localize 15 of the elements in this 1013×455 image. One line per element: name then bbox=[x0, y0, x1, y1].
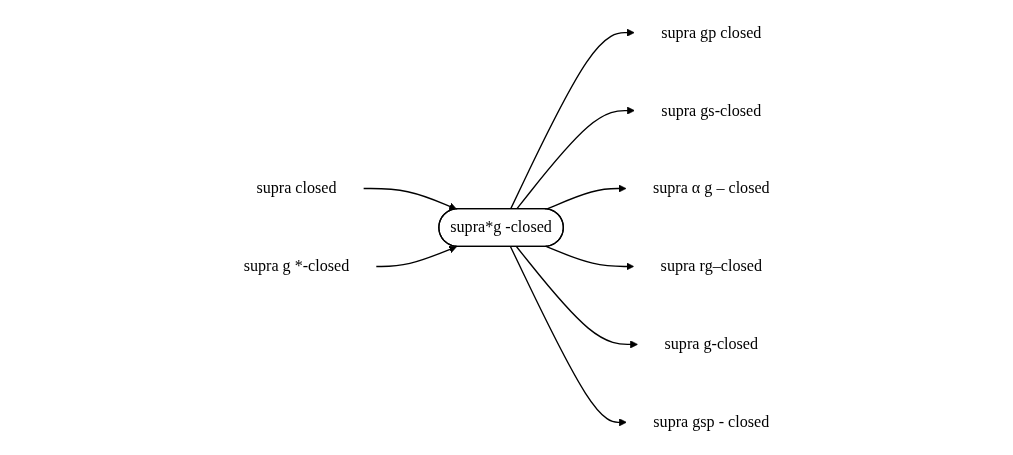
arrow bbox=[509, 246, 627, 427]
node-text: supra gs-closed bbox=[661, 101, 762, 120]
arrow bbox=[545, 246, 634, 271]
node-text: supra α g – closed bbox=[652, 179, 770, 198]
arrow bbox=[375, 245, 457, 268]
node-text: supra gsp - closed bbox=[653, 412, 770, 431]
node-text: supra gp closed bbox=[660, 23, 762, 42]
arrow bbox=[515, 106, 635, 210]
arrow bbox=[362, 187, 457, 211]
node-text: supra g *-closed bbox=[243, 257, 350, 275]
node-text: supra g-closed bbox=[664, 334, 758, 353]
arrow bbox=[509, 28, 635, 210]
node-text: supra rg–closed bbox=[660, 257, 762, 275]
node-text: supra closed bbox=[256, 179, 337, 198]
arrow bbox=[515, 246, 638, 349]
